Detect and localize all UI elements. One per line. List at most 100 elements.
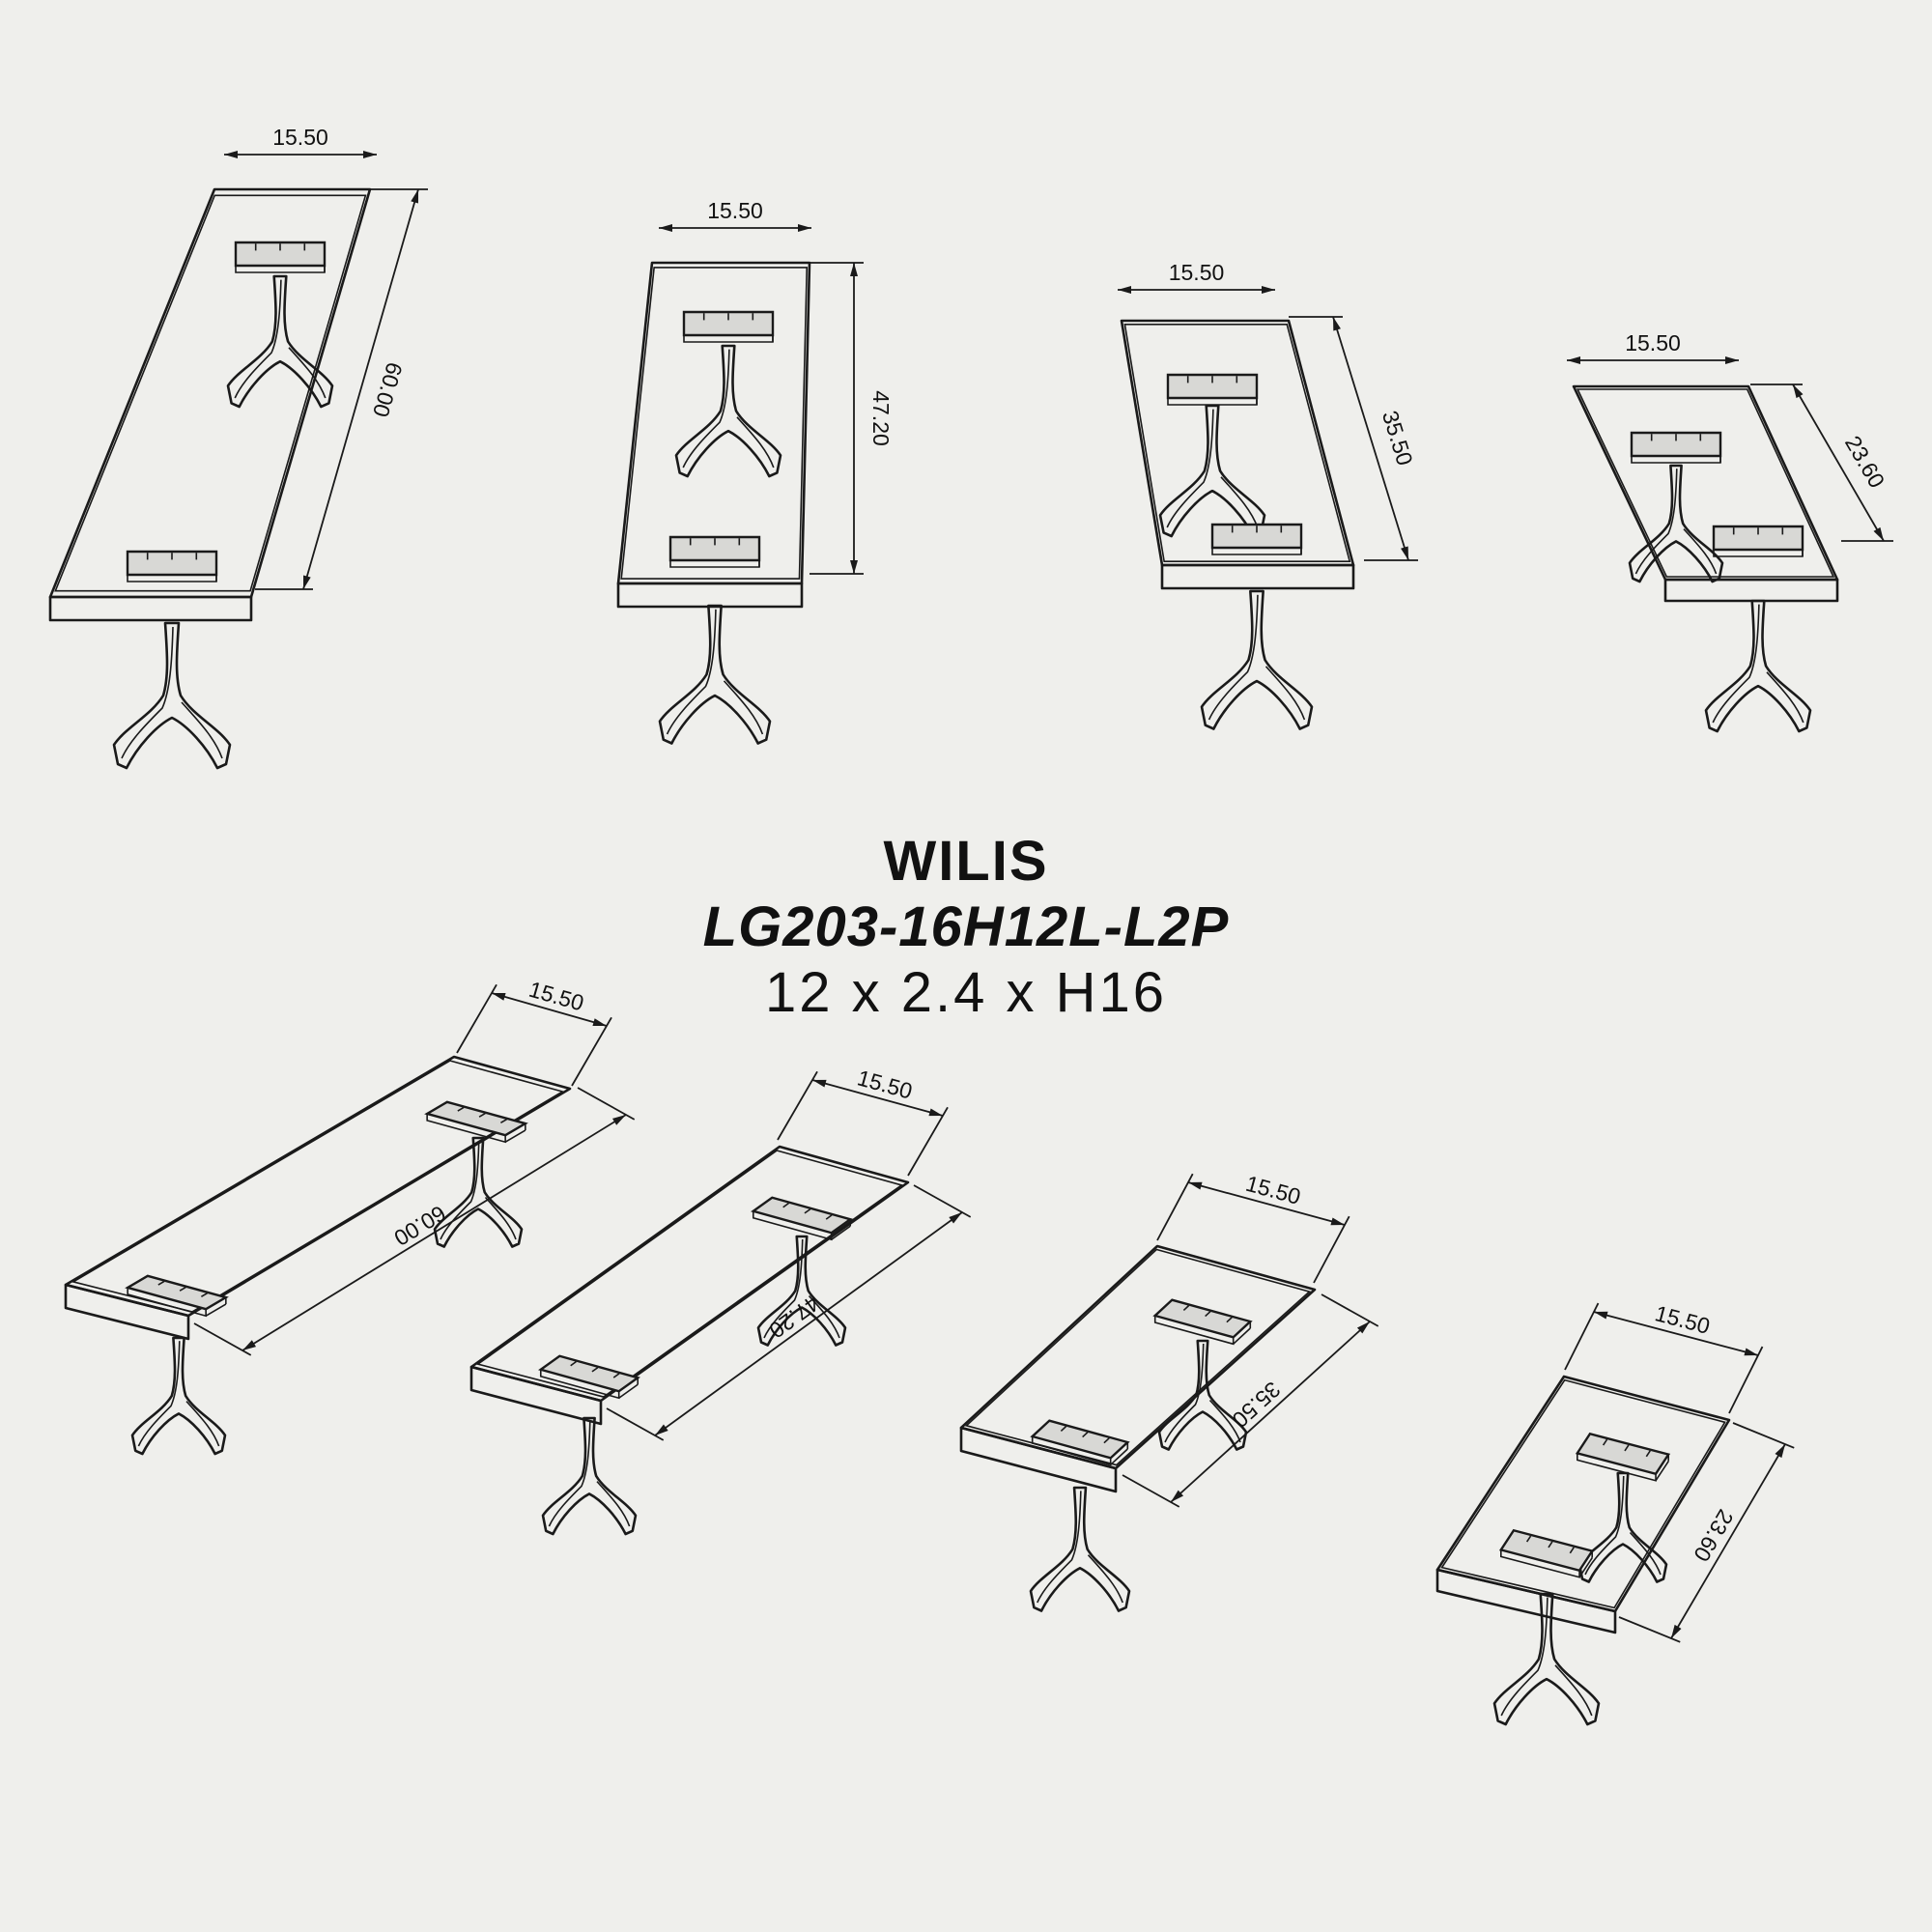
arrowhead [1744, 1348, 1758, 1356]
pedestal-leg-edge [1166, 409, 1214, 528]
arrowhead [411, 189, 418, 204]
arrowhead [1188, 1181, 1203, 1190]
extension-line [907, 1106, 949, 1177]
pedestal-leg-edge [682, 349, 730, 469]
dimension-label: 15.50 [707, 198, 763, 223]
mounting-plate-edge [426, 1113, 506, 1144]
arrowhead [303, 575, 311, 589]
mounting-plate [751, 1196, 853, 1235]
tray-inner-rim [1576, 388, 1835, 578]
bolt-mark [1624, 1444, 1630, 1452]
arrowhead [850, 263, 858, 276]
bolt-mark [612, 1373, 620, 1378]
arrowhead [812, 1079, 827, 1088]
arrowhead [611, 1115, 626, 1125]
pedestal-leg-edge [596, 1481, 631, 1527]
tray-front-face [469, 1365, 603, 1426]
dimension-label: 47.20 [868, 390, 894, 446]
bolt-mark [1082, 1432, 1089, 1438]
pedestal-leg-edge [666, 609, 717, 735]
dimension-line [811, 1079, 944, 1117]
pedestal-leg [756, 1235, 847, 1347]
extension-line [1728, 1346, 1764, 1414]
mounting-plate-edge [539, 1369, 620, 1400]
bolt-mark [457, 1106, 465, 1112]
pedestal-leg [130, 1336, 227, 1456]
arrowhead [1873, 526, 1884, 541]
tray-inner-rim [1440, 1378, 1726, 1609]
pedestal-leg-edge [234, 279, 282, 399]
product-size: 12 x 2.4 x H16 [765, 961, 1167, 1024]
dimension-line [302, 188, 419, 590]
extension-line [1122, 1474, 1180, 1508]
mounting-plate-edge [1233, 1327, 1251, 1345]
extension-line [1321, 1293, 1379, 1327]
arrowhead [1594, 1311, 1608, 1320]
pedestal-leg-edge [1087, 1554, 1123, 1604]
bolt-mark [179, 1286, 186, 1292]
mounting-plate [1030, 1419, 1130, 1460]
bolt-mark [570, 1360, 577, 1367]
arrowhead [659, 224, 672, 232]
extension-line [606, 1407, 665, 1441]
tray-front-face [64, 1283, 190, 1341]
tray-front-face [959, 1426, 1118, 1493]
mounting-plate [538, 1354, 640, 1393]
pedestal-leg-edge [1584, 1475, 1625, 1576]
arrowhead [1401, 546, 1408, 560]
extension-line [913, 1184, 972, 1218]
pedestal-leg-edge [185, 1401, 220, 1447]
arrowhead [242, 1340, 257, 1350]
pedestal-leg-edge [181, 701, 223, 759]
pedestal-leg [674, 344, 782, 478]
mounting-plate-edge [1500, 1549, 1580, 1578]
mounting-plate-edge [831, 1225, 851, 1240]
pedestal-leg-edge [1683, 528, 1718, 575]
dimension-label: 15.50 [855, 1065, 915, 1103]
extension-line [193, 1322, 252, 1356]
dimension-label: 60.00 [389, 1201, 450, 1251]
extension-line [1618, 1616, 1681, 1643]
mounting-plate-edge [1153, 1315, 1235, 1346]
arrowhead [1567, 356, 1580, 364]
pedestal-leg-edge [1208, 594, 1259, 721]
pedestal-leg-edge [1208, 1399, 1241, 1443]
tray-inner-rim [475, 1150, 904, 1398]
pedestal-leg-edge [548, 1421, 591, 1527]
arrowhead [1333, 317, 1341, 331]
bolt-mark [1103, 1437, 1110, 1444]
pedestal-leg [658, 604, 772, 745]
arrowhead [655, 1424, 668, 1435]
arrowhead [492, 993, 506, 1001]
dimension-label: 15.50 [272, 125, 328, 150]
arrowhead [1793, 384, 1804, 399]
mounting-plate-edge [127, 1287, 207, 1318]
tray-rim [64, 1055, 572, 1318]
arrowhead [224, 151, 238, 158]
tray-rim [959, 1244, 1317, 1470]
arrowhead [798, 224, 811, 232]
extension-line [456, 983, 497, 1054]
arrowhead [949, 1212, 962, 1224]
tray-front-face [1435, 1568, 1617, 1634]
dimension-line [654, 1211, 963, 1436]
pedestal-leg-edge [1164, 1343, 1205, 1443]
dimension-label: 23.60 [1840, 432, 1889, 493]
arrowhead [1725, 356, 1739, 364]
mounting-plate-edge [618, 1383, 639, 1399]
arrowhead [1775, 1444, 1785, 1459]
dimension-label: 60.00 [368, 359, 408, 420]
arrowhead [1262, 286, 1275, 294]
pedestal-leg [433, 1136, 524, 1248]
bolt-mark [1602, 1438, 1608, 1446]
arrowhead [1671, 1624, 1682, 1638]
dimension-line [1593, 1311, 1759, 1356]
mounting-plate-edge [1110, 1448, 1128, 1465]
pedestal-leg [1492, 1592, 1601, 1726]
arrowhead [928, 1108, 943, 1117]
tray-rim [469, 1145, 910, 1403]
bolt-mark [1182, 1304, 1190, 1311]
tray-front-face [1663, 578, 1839, 603]
